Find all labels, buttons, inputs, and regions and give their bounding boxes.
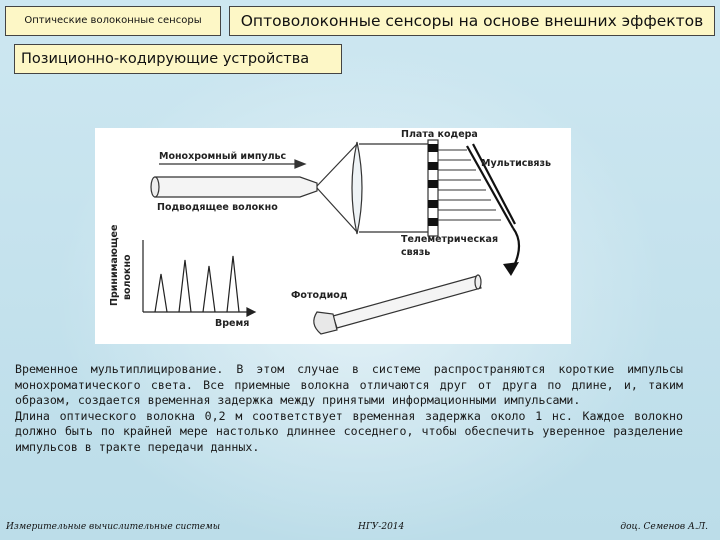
pulse-plot [142, 240, 257, 317]
photodiode-fiber [332, 275, 482, 329]
paragraph-2: Длина оптического волокна 0,2 м соответс… [15, 408, 683, 454]
label-telemetry-2: связь [401, 247, 430, 258]
label-photodiode: Фотодиод [291, 290, 348, 301]
label-feed-fiber: Подводящее волокно [157, 202, 278, 213]
feed-fiber-end [150, 176, 160, 198]
footer-author: доц. Семенов А.Л. [620, 522, 708, 532]
photodiode-shape [313, 311, 338, 335]
label-telemetry-1: Телеметрическая [401, 234, 498, 245]
output-rays [438, 149, 501, 221]
feed-fiber-shape [154, 176, 318, 198]
label-code-plate: Плата кодера [401, 129, 478, 140]
body-text: Временное мультиплицирование. В этом слу… [15, 362, 683, 456]
footer-course: Измерительные вычислительные системы [6, 522, 221, 532]
label-time: Время [215, 318, 249, 329]
label-multiplex: Мультисвязь [481, 158, 551, 169]
course-title: Оптические волоконные сенсоры [5, 6, 221, 36]
section-title: Позиционно-кодирующие устройства [14, 44, 342, 74]
time-multiplexing-diagram: Плата кодера Монохромный импульс Подводя… [109, 129, 551, 335]
label-receiving-2: волокно [122, 254, 133, 300]
label-receiving-1: Принимающее [109, 225, 120, 306]
diagram-figure: Плата кодера Монохромный импульс Подводя… [95, 128, 571, 344]
paragraph-1: Временное мультиплицирование. В этом слу… [15, 362, 683, 408]
slide-title: Оптоволоконные сенсоры на основе внешних… [229, 6, 715, 36]
label-mono-pulse: Монохромный импульс [159, 151, 286, 162]
lens-shape [351, 141, 363, 235]
footer-year: НГУ-2014 [358, 522, 405, 532]
